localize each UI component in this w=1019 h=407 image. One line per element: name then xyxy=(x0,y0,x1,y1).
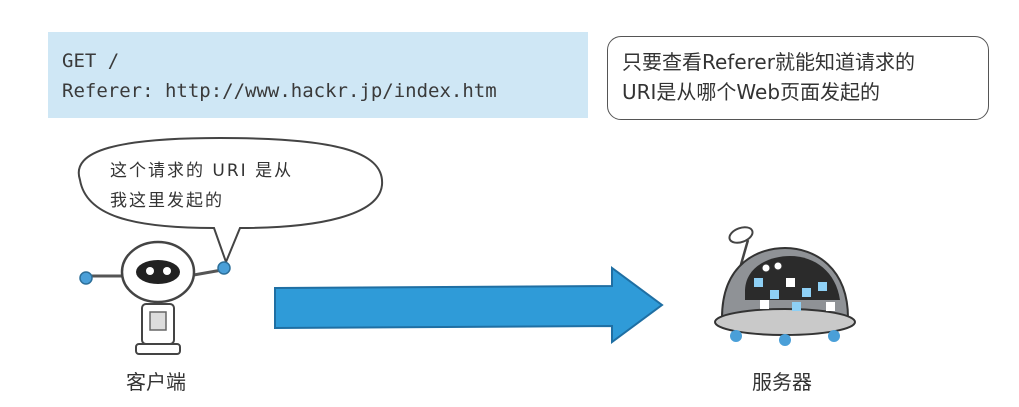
note-line-1: 只要查看Referer就能知道请求的 xyxy=(622,50,915,74)
client-label: 客户端 xyxy=(126,370,186,394)
note-line-2: URI是从哪个Web页面发起的 xyxy=(622,80,881,104)
request-line: GET / xyxy=(62,50,120,72)
robot-client-icon xyxy=(79,240,231,355)
robot-server-icon xyxy=(714,226,856,346)
http-request-box: GET / Referer: http://www.hackr.jp/index… xyxy=(48,32,588,118)
explanation-note: 只要查看Referer就能知道请求的 URI是从哪个Web页面发起的 xyxy=(607,36,989,120)
speech-bubble xyxy=(77,136,384,265)
request-arrow xyxy=(274,266,664,344)
speech-line-2: 我这里发起的 xyxy=(110,191,224,211)
server-label: 服务器 xyxy=(752,370,812,394)
referer-header-line: Referer: http://www.hackr.jp/index.htm xyxy=(62,80,497,102)
speech-line-1: 这个请求的 URI 是从 xyxy=(110,161,294,181)
